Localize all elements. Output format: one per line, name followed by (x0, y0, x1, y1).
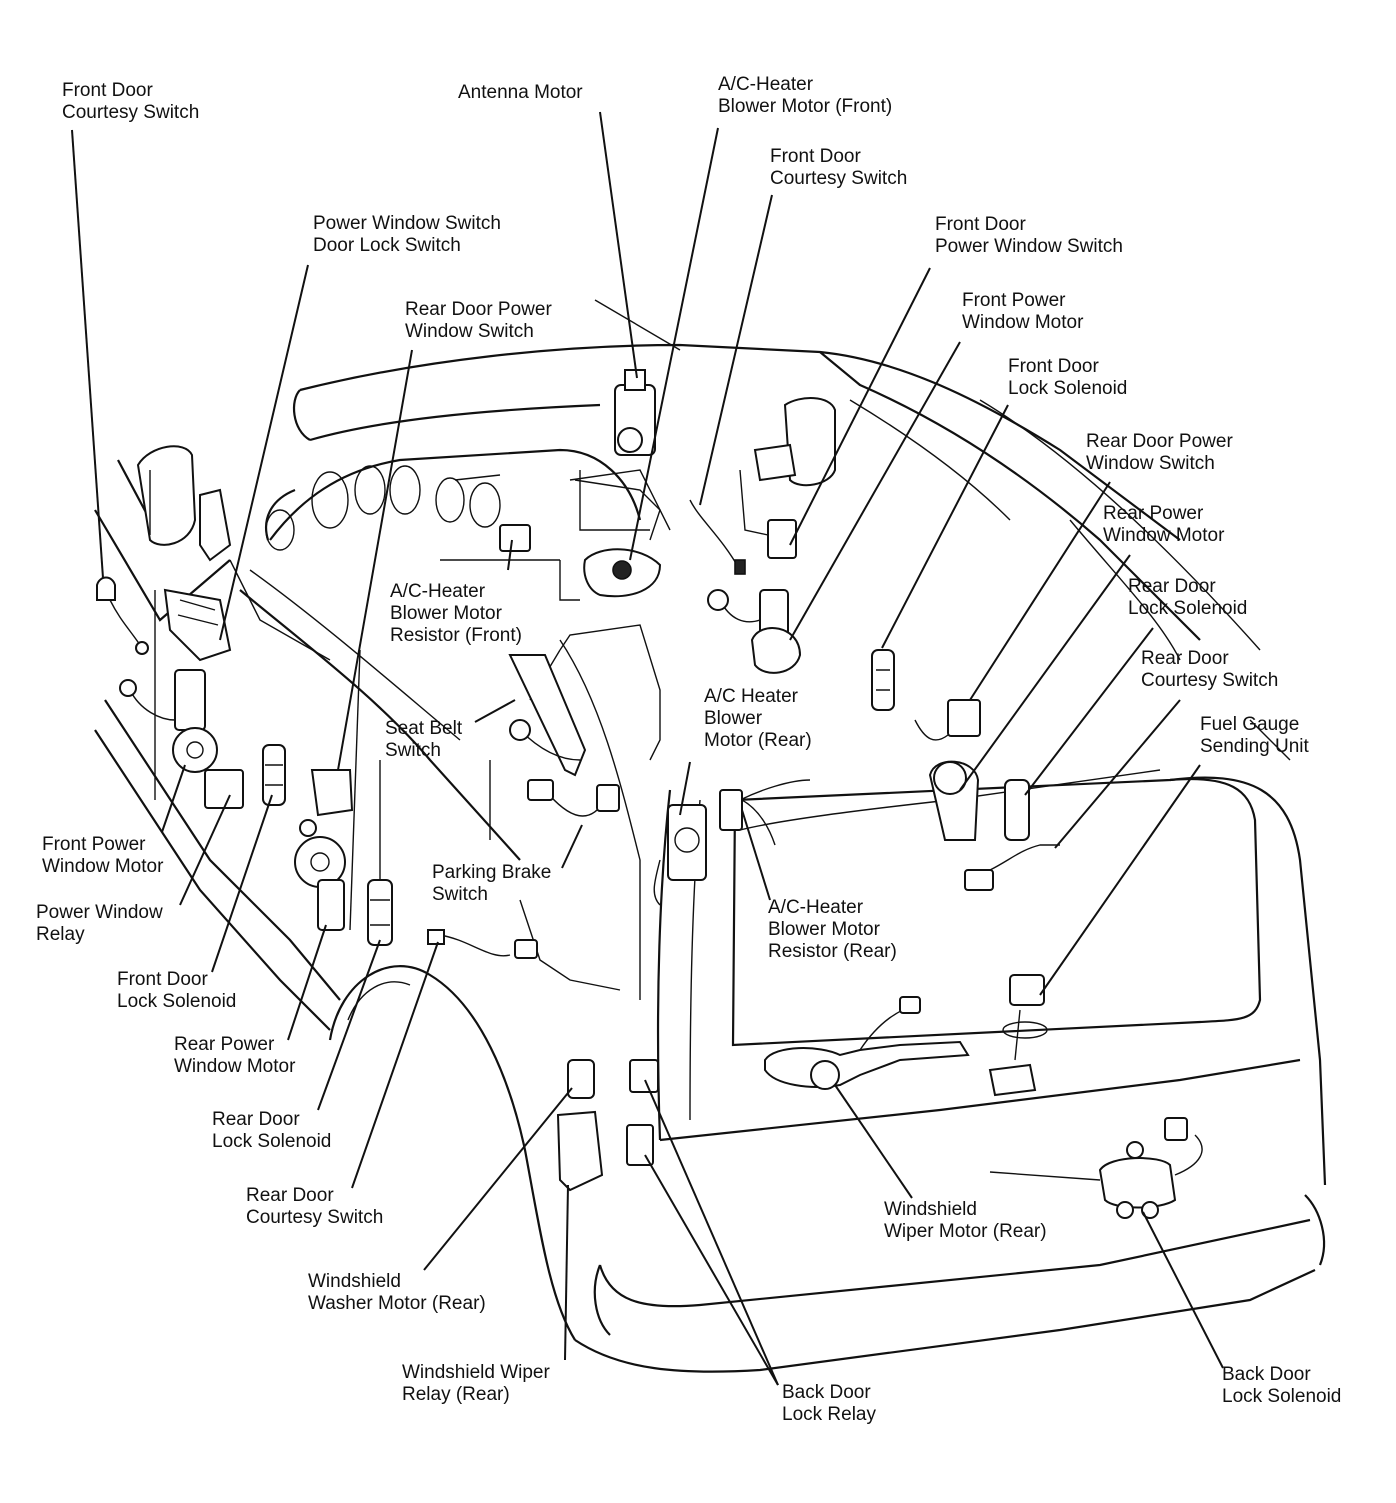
dashboard (265, 448, 671, 601)
side-mirrors (136, 397, 836, 562)
components (96, 369, 1203, 1219)
label-antenna-motor: Antenna Motor (458, 82, 583, 103)
leader-lines (71, 111, 1224, 1386)
